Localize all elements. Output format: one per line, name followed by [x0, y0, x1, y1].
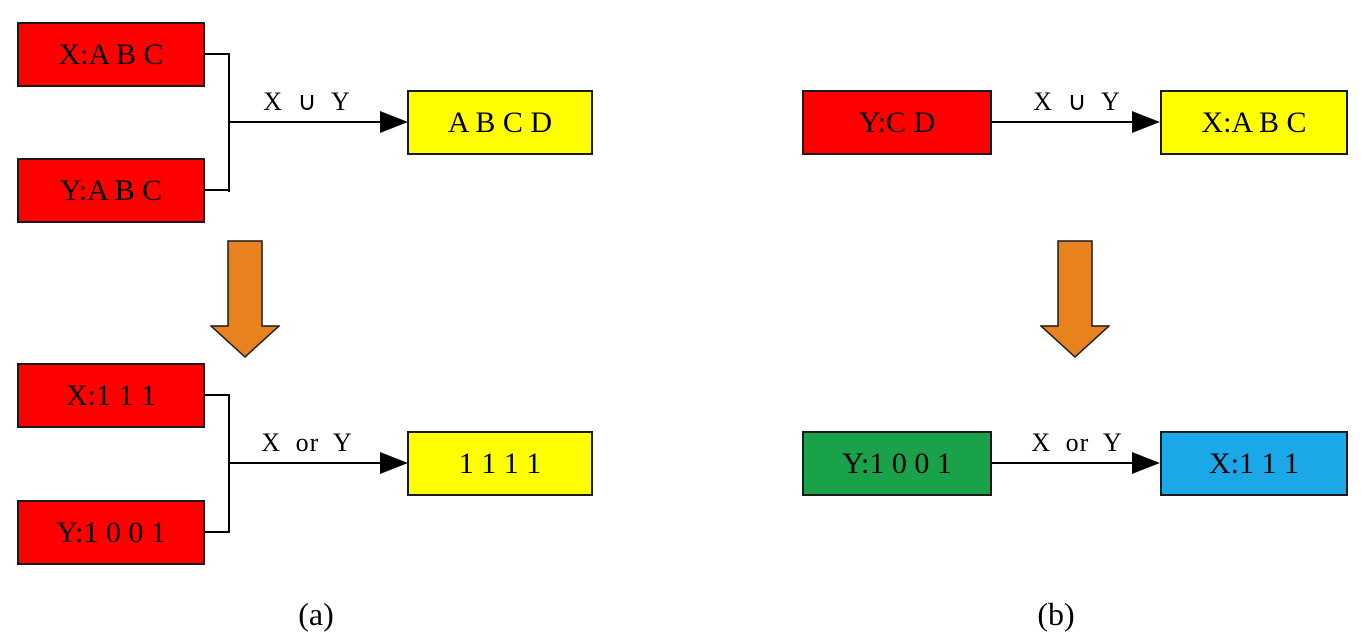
- connector-line: [205, 189, 229, 191]
- panel-a-bitmap-result-label: 1 1 1 1: [458, 446, 542, 480]
- connector-line: [205, 531, 229, 533]
- panel-a-set-x-label: X:A B C: [58, 37, 164, 71]
- panel-b-bitmap-result-label: X:1 1 1: [1209, 446, 1299, 480]
- arrowhead-icon: [1132, 111, 1160, 133]
- panel-b-transform-down-arrow-icon: [1040, 240, 1110, 358]
- panel-a-bitmap-x-label: X:1 1 1: [66, 378, 156, 412]
- panel-a-bitmap-arrow-line: [229, 462, 381, 464]
- panel-a-bitmap-result-box: 1 1 1 1: [407, 431, 593, 496]
- panel-a-set-result-label: A B C D: [447, 105, 553, 139]
- panel-b-set-y-label: Y:C D: [858, 105, 936, 139]
- arrowhead-icon: [1132, 452, 1160, 474]
- panel-b-bitmap-y-label: Y:1 0 0 1: [842, 446, 952, 480]
- panel-b-set-result-label: X:A B C: [1201, 105, 1307, 139]
- panel-b-caption: (b): [1037, 596, 1075, 632]
- arrowhead-icon: [380, 111, 408, 133]
- panel-a-caption: (a): [298, 596, 334, 632]
- connector-line: [205, 53, 229, 55]
- panel-a-bitmap-y-box: Y:1 0 0 1: [17, 500, 205, 565]
- panel-b-bitmap-operation-label: X or Y: [1031, 428, 1123, 457]
- panel-a-set-arrow-line: [229, 121, 381, 123]
- panel-a-transform-down-arrow-icon: [210, 240, 280, 358]
- panel-a-set-x-box: X:A B C: [17, 22, 205, 87]
- panel-b-set-y-box: Y:C D: [802, 90, 992, 155]
- panel-a-set-y-label: Y:A B C: [59, 173, 163, 207]
- panel-b-bitmap-arrow-line: [992, 462, 1133, 464]
- panel-b-bitmap-y-box: Y:1 0 0 1: [802, 431, 992, 496]
- panel-a-set-y-box: Y:A B C: [17, 158, 205, 223]
- panel-b-set-operation-label: X ∪ Y: [1033, 87, 1121, 116]
- panel-b-bitmap-result-box: X:1 1 1: [1160, 431, 1348, 496]
- connector-line: [205, 394, 229, 396]
- down-arrow-shape: [1040, 240, 1110, 358]
- panel-a-set-operation-label: X ∪ Y: [263, 87, 351, 116]
- arrowhead-icon: [380, 452, 408, 474]
- panel-a-set-result-box: A B C D: [407, 90, 593, 155]
- panel-a-bitmap-operation-label: X or Y: [261, 428, 353, 457]
- panel-a-bitmap-y-label: Y:1 0 0 1: [56, 515, 166, 549]
- down-arrow-shape: [210, 240, 280, 358]
- panel-b-set-result-box: X:A B C: [1160, 90, 1348, 155]
- panel-a-bitmap-x-box: X:1 1 1: [17, 363, 205, 428]
- panel-b-set-arrow-line: [992, 121, 1133, 123]
